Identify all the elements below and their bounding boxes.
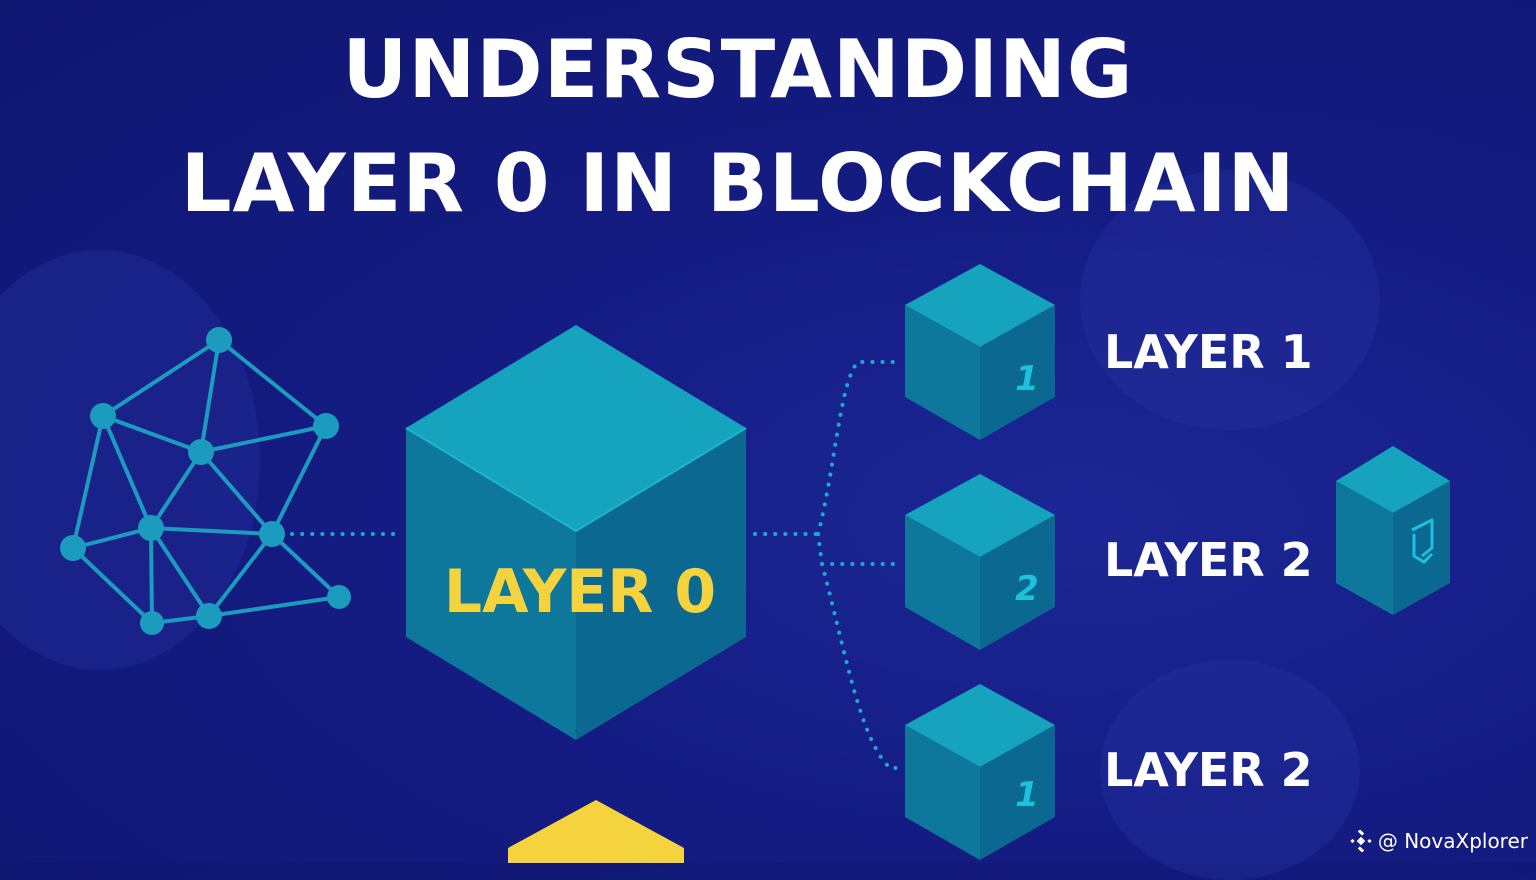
background-blob-bottom: [1100, 660, 1360, 880]
chain-logo-icon: [1411, 518, 1434, 564]
layer-2-cube: [905, 474, 1055, 650]
layer-1-label: LAYER 1: [1104, 325, 1313, 379]
watermark-text: @ NovaXplorer: [1377, 829, 1528, 853]
title-line-1: UNDERSTANDING: [342, 23, 1134, 116]
layer-1-cube-number: 1: [1015, 359, 1039, 399]
network-nodes: [60, 327, 351, 635]
binance-logo-icon: [1350, 830, 1372, 852]
layer-2-second-cube: [905, 684, 1055, 860]
watermark: @ NovaXplorer: [1350, 829, 1528, 853]
layer-2-cube-number: 2: [1015, 569, 1039, 609]
bottom-yellow-cube: [508, 800, 684, 863]
background-blob-right: [1080, 170, 1380, 430]
network-graph-icon: [71, 338, 341, 625]
layer-2-label: LAYER 2: [1104, 533, 1313, 587]
layer-1-cube: [905, 264, 1055, 440]
layer-0-cube: [405, 325, 747, 740]
title-line-2: LAYER 0 IN BLOCKCHAIN: [180, 137, 1296, 230]
layer-0-label: LAYER 0: [444, 557, 716, 627]
dotted-connectors: [290, 360, 902, 770]
layer-2-second-cube-number: 1: [1015, 775, 1039, 815]
side-logo-cube: [1336, 446, 1450, 615]
layer-2-second-label: LAYER 2: [1104, 743, 1313, 797]
